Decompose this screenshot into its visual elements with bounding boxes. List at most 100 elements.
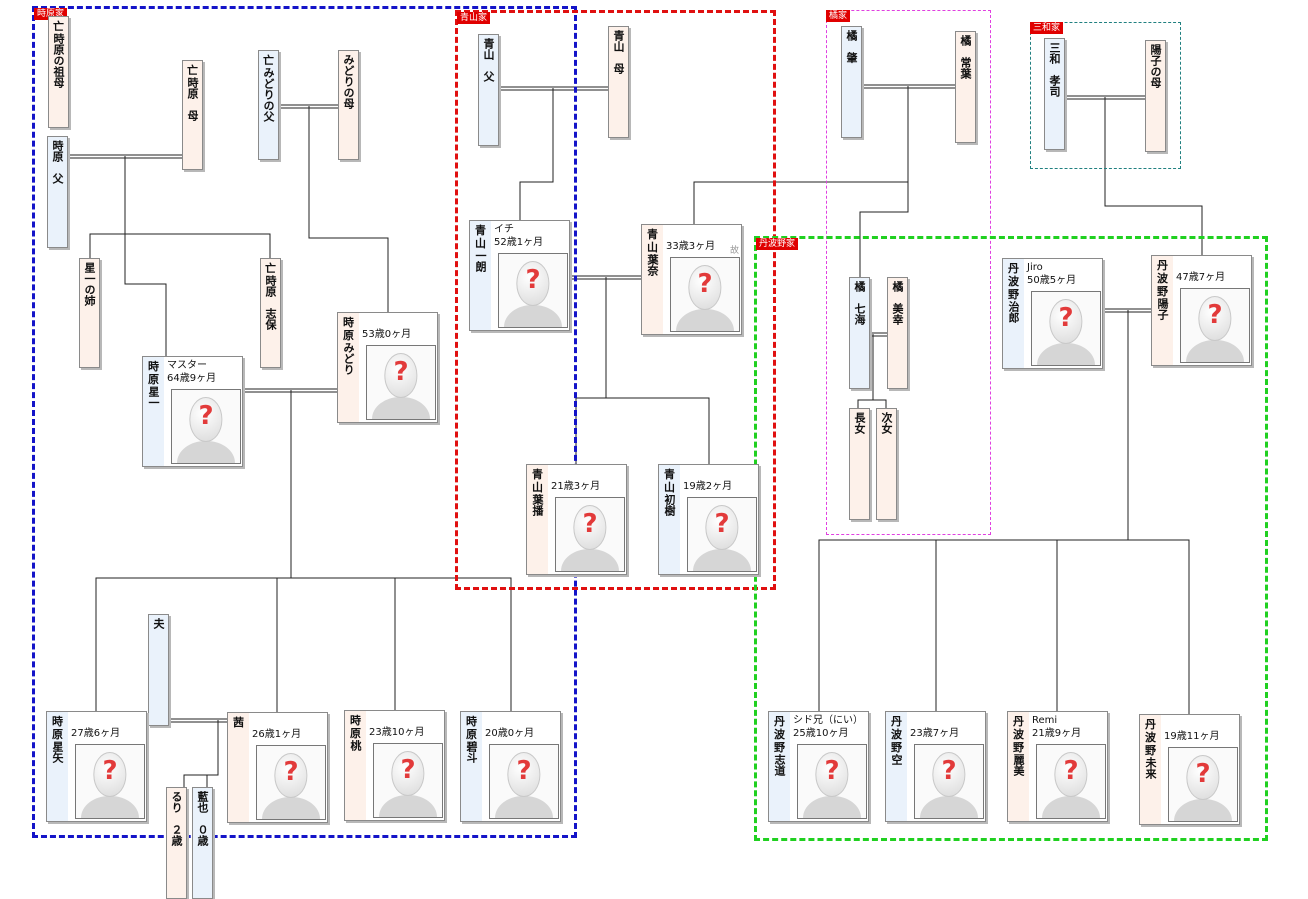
surname: 丹波野 xyxy=(774,715,785,754)
question-mark-icon: ? xyxy=(1058,302,1074,333)
person-name: みどりの母 xyxy=(342,54,355,109)
surname: 丹波野 xyxy=(1145,718,1156,757)
person-name: 橘 肇 xyxy=(845,30,858,63)
person-card-tokihara-father[interactable]: 時原 父 xyxy=(47,136,68,248)
person-card-aoyama-child1[interactable]: 青山葉播 21歳3ヶ月 ? xyxy=(526,464,627,575)
person-card-seiichi-sister[interactable]: 星一の姉 xyxy=(79,258,100,368)
person-card-husband[interactable]: 夫 xyxy=(148,614,169,726)
person-card-aoyama-ichiro[interactable]: 青山一朗 イチ 52歳1ヶ月 ? xyxy=(469,220,570,331)
given-name: 初樹 xyxy=(663,494,676,516)
person-card-tokihara-aoto[interactable]: 時原碧斗 20歳0ヶ月 ? xyxy=(460,711,561,822)
person-name: 時原 志保 xyxy=(264,275,277,330)
surname: 丹波野 xyxy=(1157,259,1168,298)
person-card-aoyama-father[interactable]: 青山 父 xyxy=(478,34,499,146)
group-tachibana: 橘家 xyxy=(826,10,991,535)
person-card-tambano-sora[interactable]: 丹波野空 23歳7ヶ月 ? xyxy=(885,711,986,822)
person-card-tokihara-seiya[interactable]: 時原星矢 27歳6ヶ月 ? xyxy=(46,711,147,822)
question-mark-icon: ? xyxy=(102,755,118,786)
photo-placeholder[interactable]: ? xyxy=(256,745,326,820)
person-card-tambano-mirai[interactable]: 丹波野未来 19歳11ヶ月 ? xyxy=(1139,714,1240,825)
given-name: 葉奈 xyxy=(646,254,659,276)
person-card-aiya[interactable]: 藍也 ０歳 xyxy=(192,787,213,899)
group-aoyama: 青山家 xyxy=(455,10,776,590)
photo-placeholder[interactable]: ? xyxy=(1168,747,1238,822)
person-card-tokihara-momo[interactable]: 時原桃 23歳10ヶ月 ? xyxy=(344,710,445,821)
given-name: 星一 xyxy=(147,386,160,408)
person-card-tambano-shido[interactable]: 丹波野志道 シド兄（にい） 25歳10ヶ月 ? xyxy=(768,711,869,822)
photo-placeholder[interactable]: ? xyxy=(75,744,145,819)
person-card-tachibana-nanami[interactable]: 橘 七海 xyxy=(849,277,870,389)
question-mark-icon: ? xyxy=(824,755,840,786)
given-name: 麗美 xyxy=(1012,754,1025,776)
person-name: 青山 父 xyxy=(482,38,495,82)
photo-placeholder[interactable]: ? xyxy=(498,253,568,328)
given-name: 桃 xyxy=(349,740,362,751)
photo-placeholder[interactable]: ? xyxy=(914,744,984,819)
surname: 時原 xyxy=(148,360,159,386)
person-card-ruri[interactable]: るり ２歳 xyxy=(166,787,187,899)
nickname: シド兄（にい） xyxy=(793,715,863,726)
age: 23歳10ヶ月 xyxy=(369,727,425,738)
photo-placeholder[interactable]: ? xyxy=(1180,288,1250,363)
age: 21歳3ヶ月 xyxy=(551,481,601,492)
photo-placeholder[interactable]: ? xyxy=(489,744,559,819)
surname: 時原 xyxy=(343,316,354,342)
age: 53歳0ヶ月 xyxy=(362,329,412,340)
photo-placeholder[interactable]: ? xyxy=(555,497,625,572)
person-name: 青山 母 xyxy=(612,30,625,74)
person-card-tachibana-mother[interactable]: 橘 常葉 xyxy=(955,31,976,143)
person-card-jijo[interactable]: 次女 xyxy=(876,408,897,520)
given-name: 葉播 xyxy=(531,494,544,516)
person-card-aoyama-mother[interactable]: 青山 母 xyxy=(608,26,629,138)
person-card-midori-father[interactable]: 亡みどりの父 xyxy=(258,50,279,160)
person-card-tachibana-miyuki[interactable]: 橘 美幸 xyxy=(887,277,908,389)
person-card-tokihara-midori[interactable]: 時原みどり 53歳0ヶ月 ? xyxy=(337,312,438,423)
person-card-yoko-mother[interactable]: 陽子の母 xyxy=(1145,40,1166,152)
given-name: 未来 xyxy=(1144,757,1157,779)
photo-placeholder[interactable]: ? xyxy=(1036,744,1106,819)
age: 27歳6ヶ月 xyxy=(71,728,121,739)
person-card-aoyama-hana[interactable]: 青山葉奈 33歳3ヶ月 故 ? xyxy=(641,224,742,335)
photo-placeholder[interactable]: ? xyxy=(171,389,241,464)
person-card-midori-mother[interactable]: みどりの母 xyxy=(338,50,359,160)
person-card-choujo[interactable]: 長女 xyxy=(849,408,870,520)
person-card-aoyama-hatsuki[interactable]: 青山初樹 19歳2ヶ月 ? xyxy=(658,464,759,575)
person-card-tokihara-shiho[interactable]: 亡時原 志保 xyxy=(260,258,281,368)
photo-placeholder[interactable]: ? xyxy=(373,743,443,818)
surname: 丹波野 xyxy=(1013,715,1024,754)
photo-placeholder[interactable]: ? xyxy=(1031,291,1101,366)
deceased-mark: 亡 xyxy=(187,64,198,77)
given-name: 治郎 xyxy=(1007,301,1020,323)
age: 64歳9ヶ月 xyxy=(167,373,217,384)
question-mark-icon: ? xyxy=(697,268,713,299)
person-name: 夫 xyxy=(152,618,165,629)
person-card-akane[interactable]: 茜 26歳1ヶ月 ? xyxy=(227,712,328,823)
person-card-tambano-yoko[interactable]: 丹波野陽子 47歳7ヶ月 ? xyxy=(1151,255,1252,366)
deceased-mark: 亡 xyxy=(263,54,274,67)
person-card-tokihara-seiichi[interactable]: 時原星一 マスター 64歳9ヶ月 ? xyxy=(142,356,243,467)
person-card-tachibana-father[interactable]: 橘 肇 xyxy=(841,26,862,138)
question-mark-icon: ? xyxy=(582,508,598,539)
person-card-tambano-jiro[interactable]: 丹波野治郎 Jiro 50歳5ヶ月 ? xyxy=(1002,258,1103,369)
photo-placeholder[interactable]: ? xyxy=(366,345,436,420)
person-card-tokihara-mother[interactable]: 亡時原 母 xyxy=(182,60,203,170)
photo-placeholder[interactable]: ? xyxy=(797,744,867,819)
photo-placeholder[interactable]: ? xyxy=(670,257,740,332)
age: 19歳11ヶ月 xyxy=(1164,731,1220,742)
person-card-miwa-takashi[interactable]: 三和 孝司 xyxy=(1044,38,1065,150)
question-mark-icon: ? xyxy=(393,356,409,387)
person-card-tambano-remi[interactable]: 丹波野麗美 Remi 21歳9ヶ月 ? xyxy=(1007,711,1108,822)
question-mark-icon: ? xyxy=(714,508,730,539)
age: 19歳2ヶ月 xyxy=(683,481,733,492)
group-label-tachibana: 橘家 xyxy=(826,10,851,22)
given-name: みどり xyxy=(342,342,355,375)
nickname: Remi xyxy=(1032,715,1058,726)
nickname: イチ xyxy=(494,224,514,235)
photo-placeholder[interactable]: ? xyxy=(687,497,757,572)
surname: 青山 xyxy=(532,468,543,494)
person-name: 三和 孝司 xyxy=(1048,42,1061,97)
person-card-tokihara-grandmother[interactable]: 亡時原の祖母 xyxy=(48,16,69,128)
question-mark-icon: ? xyxy=(283,756,299,787)
surname: 時原 xyxy=(52,715,63,741)
